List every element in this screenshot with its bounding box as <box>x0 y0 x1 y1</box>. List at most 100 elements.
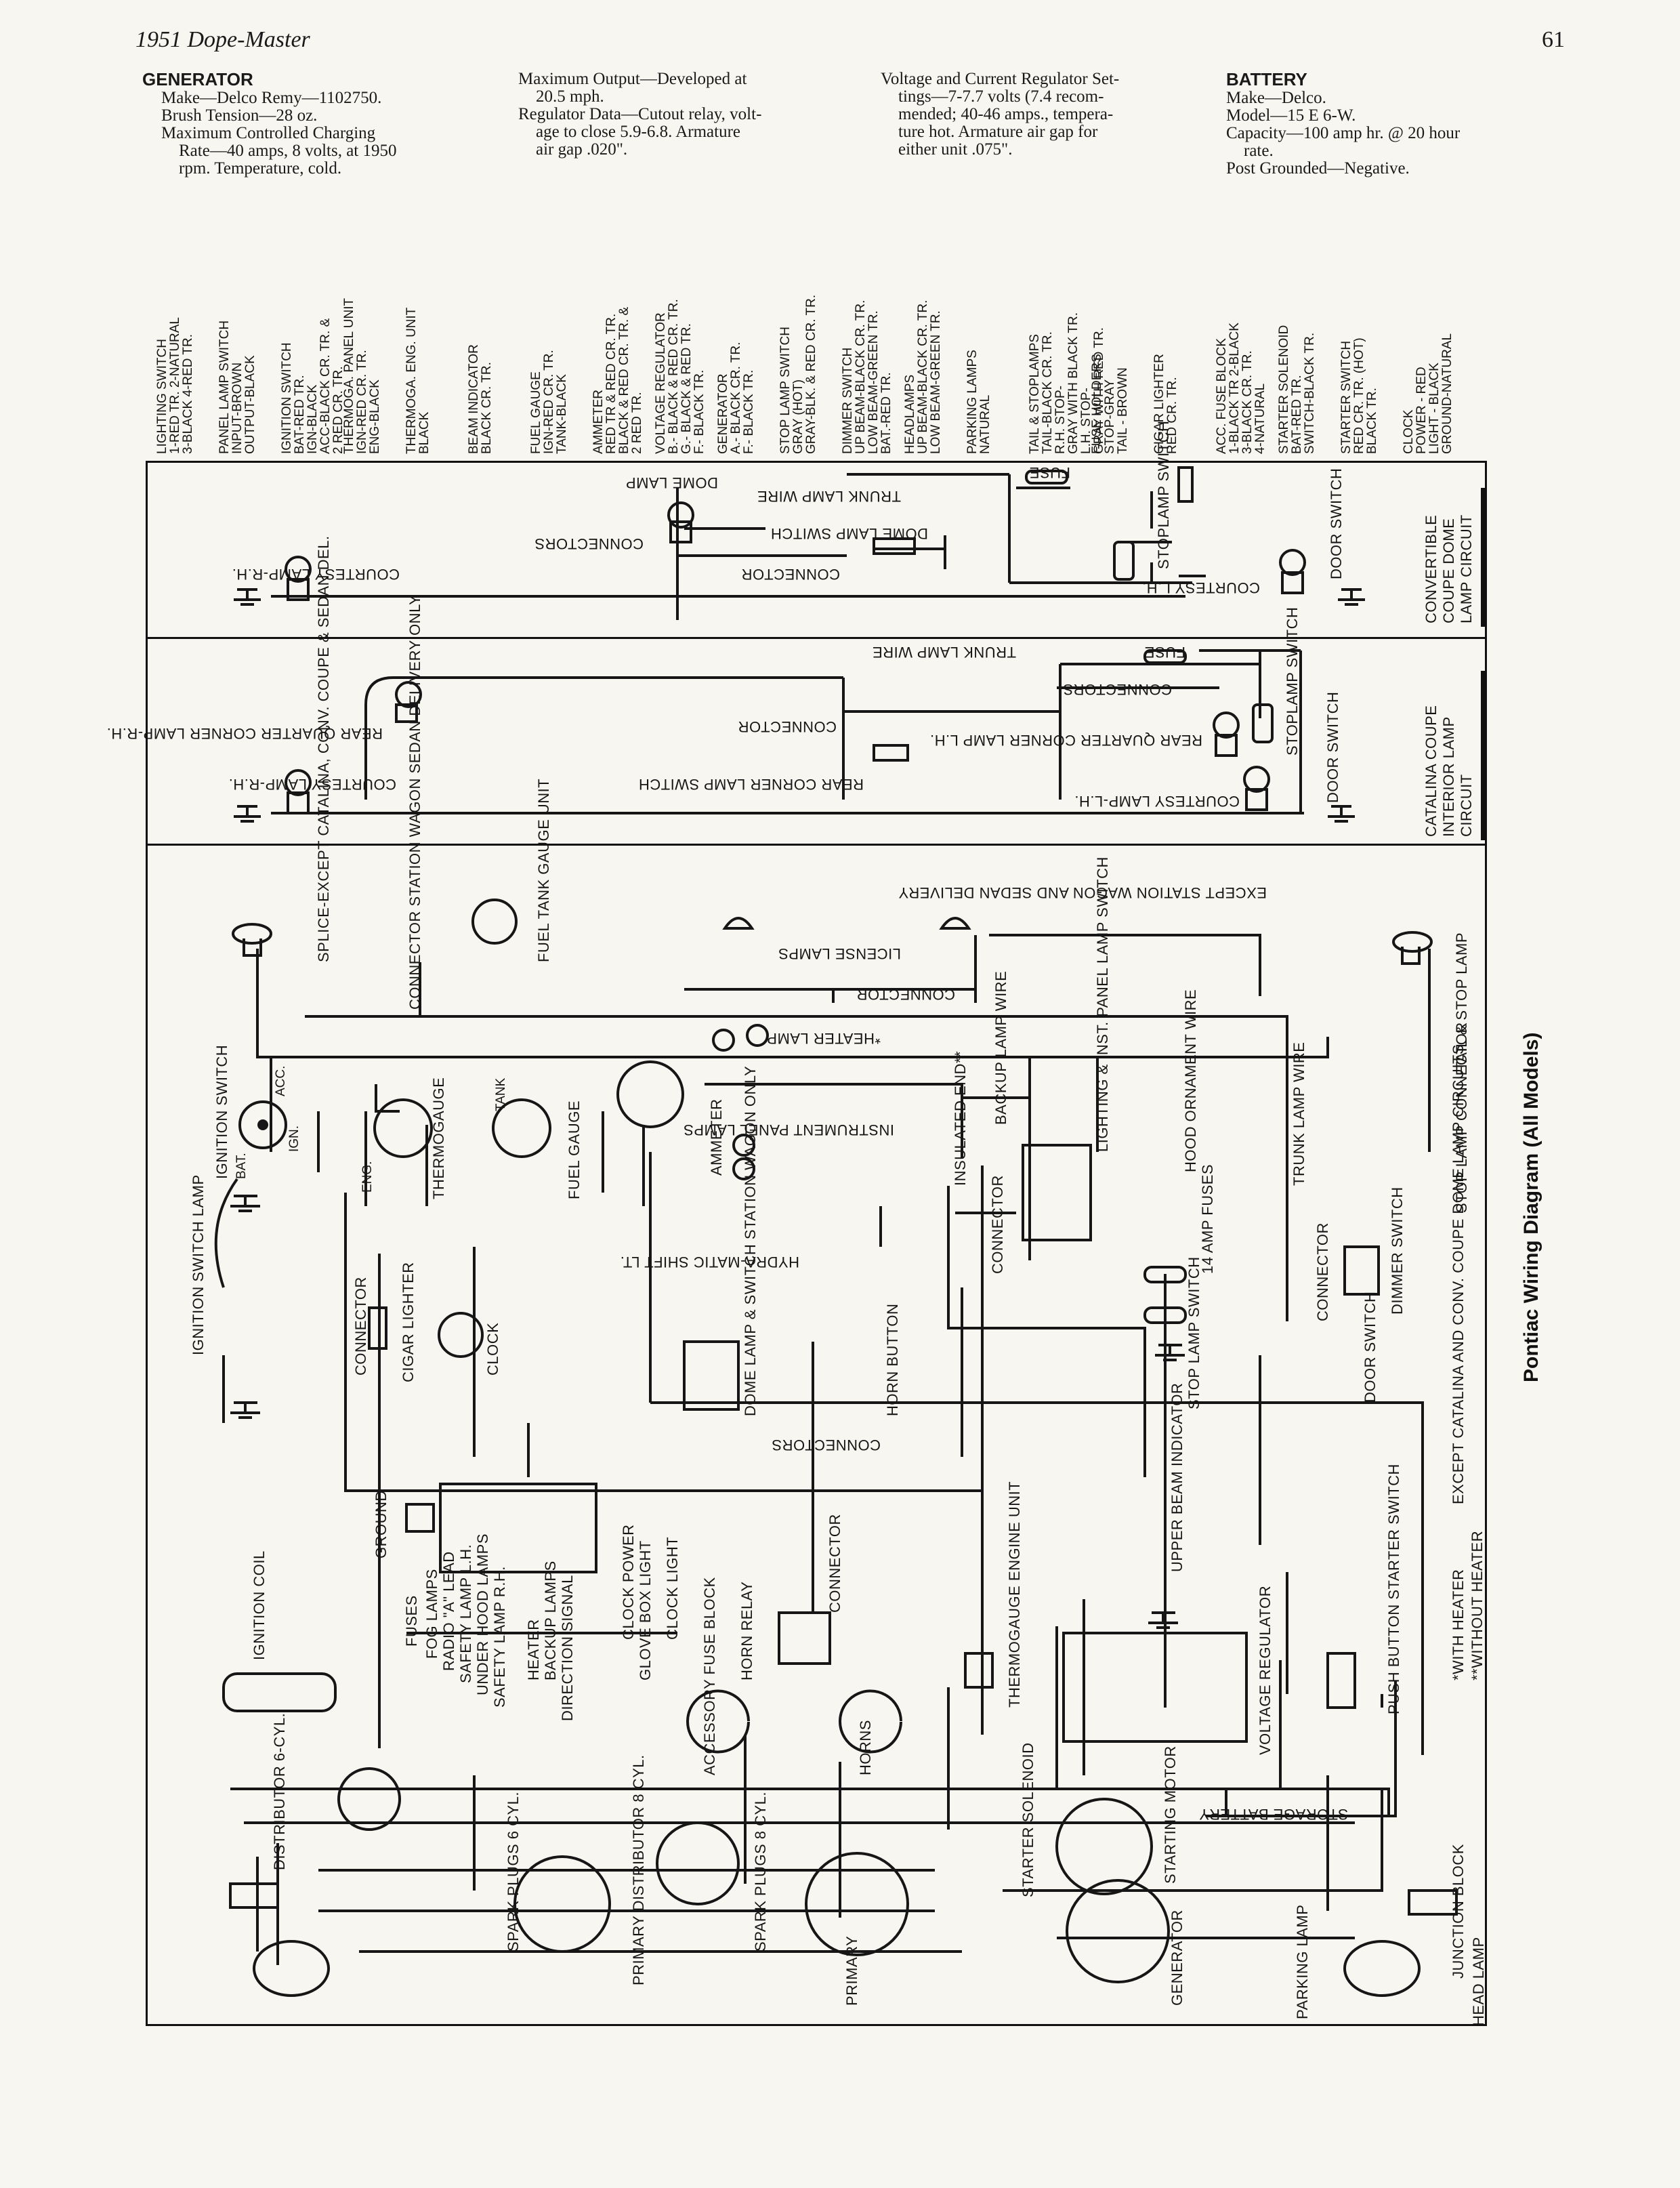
wire-code-line: L.H. STOP- <box>1079 388 1093 454</box>
label-horn-relay: HORN RELAY <box>738 1582 755 1680</box>
label-horn-button: HORN BUTTON <box>884 1304 901 1416</box>
label-thermogauge-engine: THERMOGAUGE ENGINE UNIT <box>1006 1481 1023 1708</box>
wire-code-line: IGN-BLACK <box>306 384 320 454</box>
fuse-block-item-label: UNDER HOOD LAMPS <box>474 1533 491 1695</box>
wire-code-line: UP BEAM-BLACK CR. TR. <box>916 300 930 454</box>
wire-code-line: CIGAR LIGHTER <box>1152 354 1167 454</box>
page-header: 1951 Dope-Master 61 <box>135 27 1565 61</box>
page-number: 61 <box>1542 27 1565 52</box>
wire-code-line: CLOCK <box>1402 409 1416 454</box>
spec-line: Maximum Output—Developed at <box>518 70 747 88</box>
wire-code-line: IGNITION SWITCH <box>280 342 294 454</box>
panel-title-line: CATALINA COUPE <box>1423 705 1440 837</box>
wire-code-line: STARTER SWITCH <box>1339 341 1353 454</box>
spec-line: Rate—40 amps, 8 volts, at 1950 <box>179 142 397 160</box>
label-head-lamp: HEAD LAMP <box>1470 1937 1487 2026</box>
label-connector: CONNECTOR <box>352 1277 369 1376</box>
wire-code-line: FUEL GAUGE <box>529 371 543 454</box>
wire-code-line: VOLTAGE REGULATOR <box>654 312 668 454</box>
label-stoplamp-switch: STOPLAMP SWITCH <box>1155 421 1172 569</box>
label-starter-solenoid: STARTER SOLENOID <box>1020 1743 1036 1897</box>
spec-line: Make—Delco Remy—1102750. <box>161 89 382 107</box>
fuse-block-item-label: RADIO "A" LEAD <box>440 1551 457 1671</box>
wire-code-line: HEADLAMPS <box>903 375 917 454</box>
wire-code-line: TANK-BLACK <box>555 374 569 454</box>
label-ignition-coil: IGNITION COIL <box>251 1550 268 1660</box>
spec-line: Brush Tension—28 oz. <box>161 106 318 125</box>
spec-line: Post Grounded—Negative. <box>1226 159 1410 178</box>
wire-code-line: THERMOGA. PANEL UNIT <box>342 297 356 454</box>
label-hood-ornament-wire: HOOD ORNAMENT WIRE <box>1182 989 1199 1172</box>
wire-code-line: 4-NATURAL <box>1253 384 1267 454</box>
label-backup-lamp-wire: BACKUP LAMP WIRE <box>992 971 1009 1125</box>
spec-line: Model—15 E 6-W. <box>1226 106 1356 125</box>
wire-code-line: LOW BEAM-GREEN TR. <box>929 310 943 454</box>
generator-heading: GENERATOR <box>142 69 253 89</box>
label-clock: CLOCK <box>484 1323 501 1376</box>
label-connector-wagon: CONNECTOR STATION WAGON SEDAN DELIVERY O… <box>406 595 423 1010</box>
label-tail-stop-lamp: TAIL & STOP LAMP <box>1453 932 1470 1071</box>
wire-code-line: IGN-RED CR. TR. <box>542 350 556 454</box>
wire-code-line: 3-BLACK 4-RED TR. <box>181 334 195 454</box>
wire-code-line: 2 RED TR. <box>630 392 644 454</box>
wire-code-line: ENG-BLACK <box>368 379 382 454</box>
spec-line: rpm. Temperature, cold. <box>179 159 342 178</box>
label-courtesy-rh: COURTESY LAMP-R.H. <box>228 776 396 793</box>
spec-line: either unit .075". <box>898 140 1013 159</box>
label-lighting-switch: LIGHTING & INST. PANEL LAMP SWITCH <box>1094 856 1111 1152</box>
page-title: 1951 Dope-Master <box>135 27 310 52</box>
label-door-switch: DOOR SWITCH <box>1362 1292 1379 1403</box>
label-fuel-gauge: FUEL GAUGE <box>566 1100 583 1199</box>
label-door-switch: DOOR SWITCH <box>1324 692 1341 803</box>
wire-code-line: F.- BLACK TR. <box>692 370 707 454</box>
panel-title-line: CONVERTIBLE <box>1423 515 1440 623</box>
spec-line: air gap .020". <box>536 140 628 159</box>
label-dimmer-switch: DIMMER SWITCH <box>1389 1186 1406 1315</box>
label-except-wagon: EXCEPT STATION WAGON AND SEDAN DELIVERY <box>898 884 1267 901</box>
wire-code-line: BAT-RED TR. <box>1290 375 1304 454</box>
label-trunk-lamp-wire: TRUNK LAMP WIRE <box>873 644 1016 661</box>
wire-code-line: TAIL-BLACK CR. TR. <box>1041 331 1055 454</box>
wire-code-line: GRAY WITH RED TR. <box>1092 327 1106 454</box>
wire-code-line: BAT.-RED TR. <box>879 372 894 454</box>
label-ign: IGN. <box>287 1126 301 1152</box>
label-connector: CONNECTOR <box>826 1514 843 1613</box>
label-distributor-6: DISTRIBUTOR 6-CYL. <box>271 1713 288 1870</box>
label-connectors: CONNECTORS <box>1063 681 1172 698</box>
label-bat: BAT. <box>234 1153 249 1179</box>
label-without-heater: **WITHOUT HEATER <box>1469 1531 1486 1680</box>
label-dome-lamp: DOME LAMP <box>625 474 718 491</box>
spec-line: Regulator Data—Cutout relay, volt- <box>518 105 762 123</box>
wire-code-line: RED CR. TR. (HOT) <box>1352 337 1366 454</box>
panel-divider <box>146 844 1487 846</box>
label-primary-dist-8: PRIMARY DISTRIBUTOR 8 CYL. <box>630 1754 647 1985</box>
label-connector: CONNECTOR <box>989 1175 1006 1274</box>
wire-code-line: GRAY WITH BLACK TR. <box>1066 312 1080 454</box>
wire-code-line: BLACK <box>417 411 432 454</box>
regulator-specs: Voltage and Current Regulator Set- tings… <box>881 70 1219 159</box>
main-panel: SPLICE-EXCEPT CATALINA, CONV. COUPE & SE… <box>190 535 1487 2026</box>
wire-code-line: NATURAL <box>978 395 992 454</box>
spec-line: tings—7-7.7 volts (7.4 recom- <box>898 87 1104 106</box>
panel-divider <box>146 637 1487 639</box>
specifications: GENERATOR Make—Delco Remy—1102750. Brush… <box>0 70 1680 199</box>
diagram-caption: Pontiac Wiring Diagram (All Models) <box>1520 1033 1542 1382</box>
spec-line: rate. <box>1244 142 1274 160</box>
label-splice: SPLICE-EXCEPT CATALINA, CONV. COUPE & SE… <box>315 535 332 962</box>
wire-code-line: R.H. STOP- <box>1053 386 1068 454</box>
label-starting-motor: STARTING MOTOR <box>1162 1746 1179 1884</box>
label-push-button: PUSH BUTTON STARTER SWITCH <box>1385 1464 1402 1714</box>
wire-code-line: GRAY (HOT) <box>791 379 805 454</box>
label-clock-light: CLOCK LIGHT <box>664 1537 681 1640</box>
wire-code-line: ACC. FUSE BLOCK <box>1215 338 1229 454</box>
wire-code-line: PARKING LAMPS <box>965 350 980 454</box>
label-ignition-switch-lamp: IGNITION SWITCH LAMP <box>190 1174 207 1355</box>
label-insulated-end: INSULATED END** <box>952 1051 969 1186</box>
diagram-frame <box>146 461 1487 2026</box>
wire-code-line: PANEL LAMP SWITCH <box>217 321 232 454</box>
fuse-block-item-label: SAFETY LAMP R.H. <box>491 1566 508 1708</box>
label-ground: GROUND <box>373 1490 390 1559</box>
wire-code-line: 3-BLACK CR. TR. <box>1240 350 1255 454</box>
label-stop-lamp-connector: STOP LAMP CONNECTOR <box>1453 1022 1470 1213</box>
